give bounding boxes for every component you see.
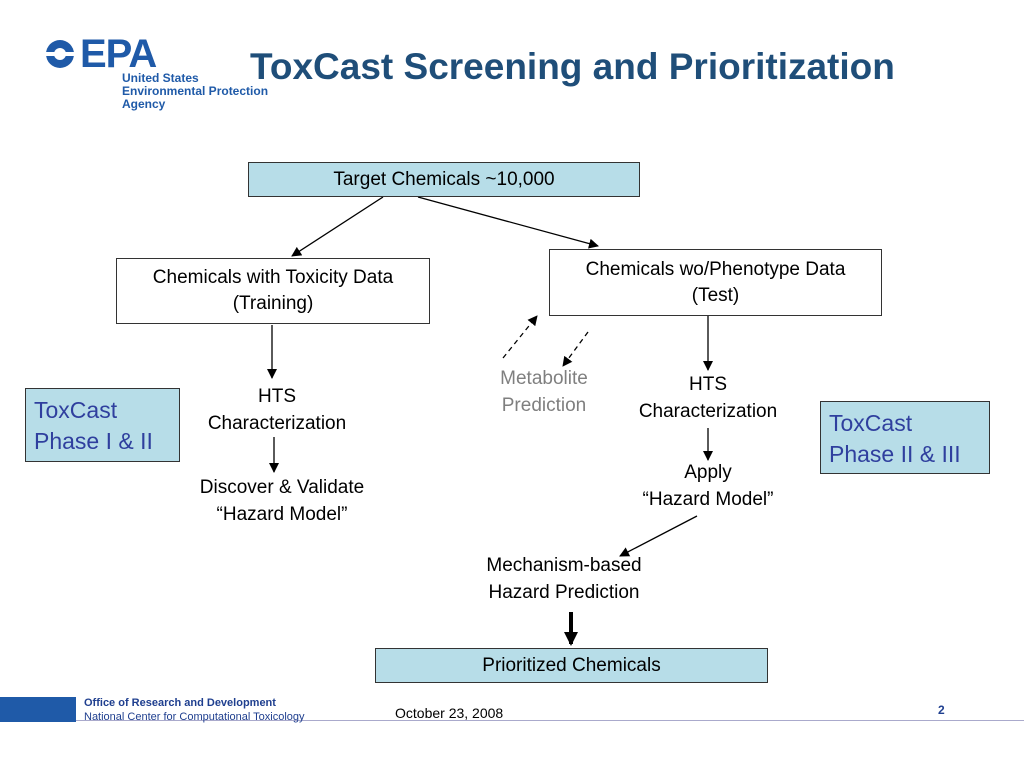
hts-characterization-left: HTS Characterization [207, 386, 347, 434]
discover-validate-label: Discover & Validate “Hazard Model” [199, 477, 365, 525]
slide-title: ToxCast Screening and Prioritization [250, 46, 895, 87]
footer-bar [0, 697, 76, 722]
metabolite-prediction-label: Metabolite Prediction [500, 368, 588, 416]
arrow-target-to-training [291, 196, 384, 257]
logo-line-1: United States [122, 71, 199, 85]
footer-center: National Center for Computational Toxico… [84, 711, 305, 723]
test-chemicals-box: Chemicals wo/Phenotype Data (Test) [549, 249, 882, 316]
toxcast-phase-left-box: ToxCast Phase I & II [25, 388, 180, 462]
footer-divider [76, 720, 1024, 721]
training-chemicals-box: Chemicals with Toxicity Data (Training) [116, 258, 430, 324]
dashed-arrow-metabolite-to-test [502, 315, 538, 359]
epa-flower-icon [46, 40, 74, 68]
toxcast-phase-right-box: ToxCast Phase II & III [820, 401, 990, 474]
logo-line-3: Agency [122, 97, 166, 111]
arrow-target-to-test [417, 196, 599, 249]
footer-office: Office of Research and Development [84, 697, 276, 709]
apply-hazard-model-label: Apply “Hazard Model” [642, 462, 774, 510]
mechanism-hazard-label: Mechanism-based Hazard Prediction [486, 555, 642, 603]
hts-characterization-right: HTS Characterization [638, 374, 778, 422]
footer-date: October 23, 2008 [395, 705, 504, 721]
page-number: 2 [938, 703, 945, 717]
prioritized-chemicals-box: Prioritized Chemicals [375, 648, 768, 683]
target-chemicals-box: Target Chemicals ~10,000 [248, 162, 640, 197]
epa-logo: EPA United States Environmental Protecti… [42, 32, 268, 112]
dashed-arrow-test-to-metabolite [562, 331, 589, 367]
epa-wordmark: EPA [80, 32, 157, 76]
arrow-apply-to-mechanism [619, 515, 698, 557]
logo-line-2: Environmental Protection [122, 84, 269, 98]
